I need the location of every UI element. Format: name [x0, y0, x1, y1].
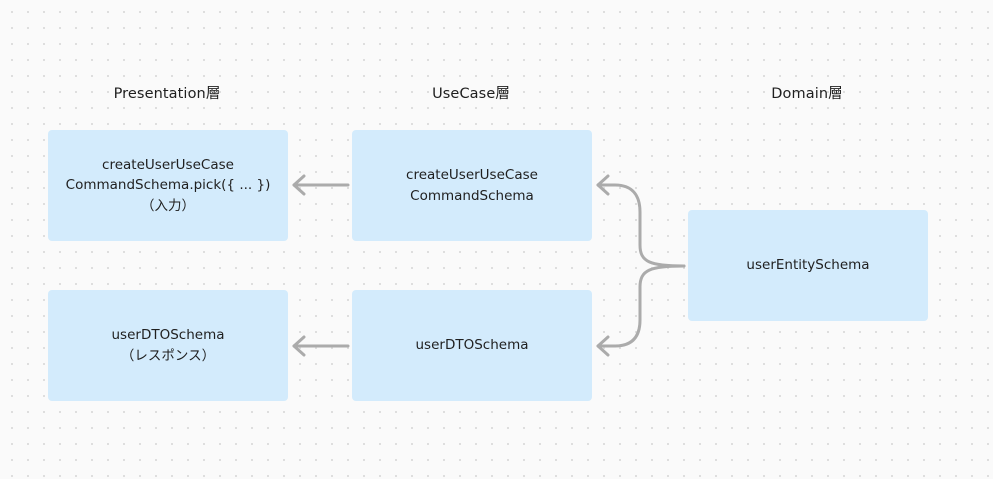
domain-entity-schema-box[interactable]: userEntitySchema: [688, 210, 928, 321]
box-label-line: （レスポンス）: [120, 347, 216, 364]
usecase-command-schema-box[interactable]: createUserUseCase CommandSchema: [352, 130, 592, 241]
arrow-domain-to-usecase-command[interactable]: [596, 174, 686, 268]
presentation-command-schema-box[interactable]: createUserUseCase CommandSchema.pick({ .…: [48, 130, 288, 241]
box-label-line: CommandSchema: [410, 187, 534, 204]
arrow-domain-to-usecase-dto[interactable]: [596, 264, 686, 357]
box-label-line: createUserUseCase: [102, 156, 234, 173]
arrow-usecase-to-presentation-dto[interactable]: [292, 335, 350, 357]
presentation-dto-schema-box[interactable]: userDTOSchema （レスポンス）: [48, 290, 288, 401]
box-label-line: CommandSchema.pick({ ... }): [65, 177, 271, 194]
domain-layer-title: Domain層: [771, 86, 843, 102]
box-label-line: createUserUseCase: [406, 167, 538, 183]
box-label-line: userDTOSchema: [415, 337, 529, 354]
presentation-layer-title: Presentation層: [113, 86, 221, 102]
usecase-layer-title: UseCase層: [432, 86, 510, 102]
arrow-usecase-to-presentation-command[interactable]: [292, 174, 350, 196]
box-label-line: （入力）: [141, 197, 195, 214]
box-label-line: userEntitySchema: [746, 257, 870, 274]
usecase-dto-schema-box[interactable]: userDTOSchema: [352, 290, 592, 401]
box-label-line: userDTOSchema: [111, 327, 225, 343]
